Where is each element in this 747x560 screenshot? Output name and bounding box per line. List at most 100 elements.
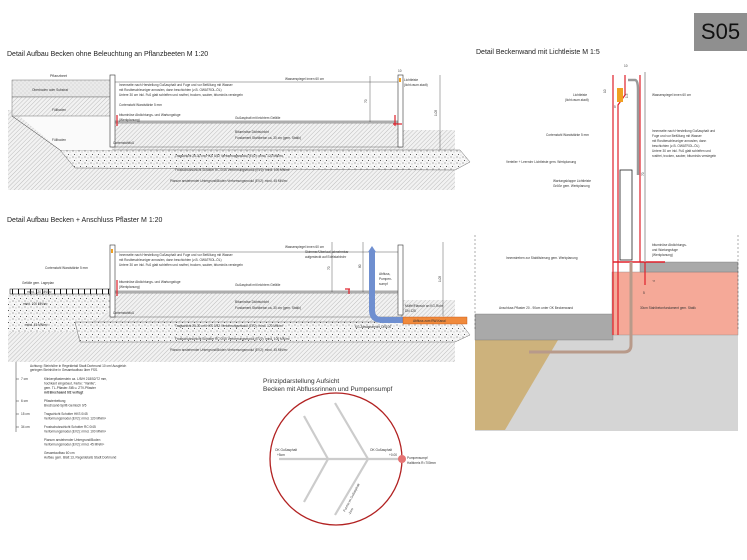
label-fuellboden-1: Füllboden bbox=[52, 108, 66, 112]
dim-10-top: 10 bbox=[624, 64, 628, 68]
dim-15: 1.5 bbox=[625, 93, 629, 98]
label-lichtleiste-1: Lichtleiste bbox=[404, 78, 418, 82]
ok-right-1: OK Gußasphalt bbox=[370, 448, 392, 452]
layer-description: Frostschutzschicht Schotter RC 0/45 bbox=[44, 425, 96, 429]
label-fuge-3-1: bituminöse Abdichtungs- bbox=[652, 243, 687, 247]
label-cortenstahl: Cortenstahl Wandstärke 5 mm bbox=[119, 103, 162, 107]
layer-description: Tragschicht Schotter HKS 0/45 bbox=[44, 412, 88, 416]
label-fuge-2-1: bituminöse Abdichtungs- und Wartungsfuge bbox=[119, 280, 181, 284]
dim-105-2: 1.05 bbox=[438, 276, 442, 282]
label-mind-120: mind. 120 MN/m² bbox=[27, 290, 51, 294]
label-fuge-2-2: (Werkplanung) bbox=[119, 285, 140, 289]
conduit-pipe bbox=[529, 262, 633, 354]
detail-1-section: Detail Aufbau Becken ohne Beleuchtung an… bbox=[7, 51, 471, 190]
label-fundament-2: Fundament Stahlbeton ca. 30 cm (gem. Sta… bbox=[235, 306, 301, 310]
furche-label-2: -2cm bbox=[347, 507, 354, 515]
dim-105: 1.05 bbox=[434, 110, 438, 116]
pumpe-label-1: Pumpensumpf bbox=[407, 456, 428, 460]
layer-depth: 6 cm bbox=[21, 399, 28, 403]
label-frostschutz-2: Frostschutzschicht Schotter RC 0/45 Verf… bbox=[175, 337, 290, 341]
foundation bbox=[111, 121, 403, 148]
label-lichtleiste-3-2: (licht.raum.stadt) bbox=[565, 98, 589, 102]
label-wartung-1: Wartungsklappe Lichtleiste bbox=[553, 179, 591, 183]
layer-description: mit Brechsand 0/2 verfugt bbox=[44, 391, 84, 395]
layer-description: Pflasterbettung bbox=[44, 399, 66, 403]
layer-description: Klinkerpflasterstein ca. L/B/H 218/52/72… bbox=[44, 377, 107, 381]
dim-70-2: 70 bbox=[327, 266, 331, 270]
label-gussasphalt: Gußasphalt mit leichtem Gefälle bbox=[235, 116, 281, 120]
fill-soil-layer bbox=[11, 96, 113, 117]
conduit bbox=[628, 78, 640, 175]
label-cortenstahl-2: Cortenstahl Wandstärke 5 mm bbox=[45, 266, 88, 270]
label-skimmer-1: Skimmer/Überlauf, abnehmbar bbox=[305, 250, 349, 254]
foundation-2 bbox=[111, 291, 403, 318]
label-mind-100: mind. 100 MN/m² bbox=[23, 302, 47, 306]
label-tragschicht-2: Tragschicht 25-30 cm HKS 0/32 Verformung… bbox=[175, 324, 283, 328]
label-fuellboden-2: Füllboden bbox=[52, 138, 66, 142]
legend-note-1: Achtung: Steinhöhe in Regeldetail Stadt … bbox=[30, 364, 126, 368]
layer-description: Aufbau gem. Blatt 13, Regeldetails Stadt… bbox=[44, 456, 117, 460]
label-fuge-3-3: (Werkplanung) bbox=[652, 253, 673, 257]
corten-wall-left bbox=[109, 74, 116, 148]
layer-description: Verformungsmodul (EV2): mind. 120 MN/m² bbox=[44, 417, 106, 421]
label-frostschutz: Frostschutzschicht Schotter RC 0/45 Verf… bbox=[175, 168, 290, 172]
label-abfluss-pumpe-2: Pumpen- bbox=[379, 277, 392, 281]
asphalt-floor bbox=[111, 120, 403, 124]
detail-3-section: Detail Beckenwand mit Lichtleiste M 1:5 … bbox=[474, 49, 739, 431]
sand-bedding bbox=[475, 340, 558, 430]
detail-2-section: Detail Aufbau Becken + Anschluss Pflaste… bbox=[7, 217, 471, 460]
label-cortenstahlfuss-2: Cortenstahlfuß bbox=[113, 311, 134, 315]
sheet-number-badge: S05 bbox=[694, 13, 747, 51]
paving-grey bbox=[474, 313, 614, 341]
plan-view-section: Prinzipdarstellung Aufsicht Becken mit A… bbox=[263, 378, 436, 526]
plan-title-1: Prinzipdarstellung Aufsicht bbox=[263, 378, 339, 385]
label-tragschicht: Tragschicht 25-30 cm HKS 0/32 Verformung… bbox=[175, 154, 283, 158]
label-planum-2: Planum anstehender Untergrund/Boden Verf… bbox=[170, 348, 287, 352]
label-innenstreben: Innenstreben zur Stabilisierung gem. Wer… bbox=[506, 256, 578, 260]
layer-description: Gesamtaufbau 60 cm bbox=[44, 451, 75, 455]
concrete-foundation bbox=[611, 271, 739, 336]
label-wasserspiegel: Wasserspiegel innen 60 cm bbox=[285, 77, 324, 81]
label-wasserspiegel-2: Wasserspiegel innen 60 cm bbox=[285, 245, 324, 249]
light-strip bbox=[617, 88, 623, 102]
corten-wall-right bbox=[397, 74, 404, 148]
label-kg-rohr: KG-Abwasserrohr DN100 bbox=[355, 325, 391, 329]
gravel-layer bbox=[59, 149, 471, 171]
label-innenseite-3: Untere 30 cm inkl. Fuß glatt schleifen u… bbox=[119, 93, 243, 97]
layer-depth: 34 cm bbox=[21, 425, 30, 429]
label-anschluss: Anschluss Pflaster 20 - 90cm unter OK Be… bbox=[499, 306, 573, 310]
label-wartung-2: Größe gem. Werkplanung bbox=[553, 184, 590, 188]
label-fundament: Fundament Stahlbeton ca. 30 cm (gem. Sta… bbox=[235, 136, 301, 140]
corten-wall-right-2 bbox=[397, 244, 404, 316]
drain-to-sewer bbox=[402, 316, 468, 325]
asphalt-floor-3 bbox=[639, 261, 739, 273]
dim-10-side: 10 bbox=[603, 89, 607, 93]
pump-sump bbox=[398, 455, 406, 463]
label-wasserspiegel-3: Wasserspiegel innen 60 cm bbox=[652, 93, 691, 97]
label-skimmer-2: aufgesteckt auf Edelstahlrohr bbox=[305, 255, 347, 259]
layer-description: Verformungsmodul (EV2): mind. 100 MN/m² bbox=[44, 430, 106, 434]
label-cortenstahl-3: Cortenstahl Wandstärke 5 mm bbox=[546, 133, 589, 137]
layer-description: hochkant eingebaut, Farbe: "Vanille", bbox=[44, 382, 96, 386]
detail-1-title: Detail Aufbau Becken ohne Beleuchtung an… bbox=[7, 51, 208, 58]
layer-depth: 15 cm bbox=[21, 412, 30, 416]
label-muffe-2: DN 125 bbox=[405, 309, 416, 313]
pumpe-label-2: Halbkreis R=700mm bbox=[407, 461, 436, 465]
label-gefaelle: Gefälle gem. Lageplan bbox=[22, 281, 54, 285]
drainage-channels bbox=[279, 402, 402, 516]
label-innenseite-2: mit Rostbeschleuniger annoslen, dann bes… bbox=[119, 88, 222, 92]
label-abfluss-pumpe-1: Abfluss, bbox=[379, 272, 390, 276]
label-abfluss-pumpe-3: sumpf bbox=[379, 282, 388, 286]
ok-left-1: OK Gußasphalt bbox=[275, 448, 297, 452]
label-innenseite-3-3: mit Rostbeschleuniger annoslen, dann bbox=[652, 139, 706, 143]
label-innenseite-2-1: Innenseite nach Herstellung Gußasphalt u… bbox=[119, 253, 234, 257]
paving-stones bbox=[9, 288, 113, 295]
legend-note-2: geringen Steinhöhe in Gesamtaufbau über … bbox=[30, 368, 98, 372]
label-abfluss-kanal: Abfluss zum RW-Kanal bbox=[413, 319, 446, 323]
label-innenseite-3-2: Fuge und vor Befüllung mit Wasser bbox=[652, 134, 703, 138]
layer-description: Planum anstehender Untergrund/Boden bbox=[44, 438, 101, 442]
label-dichtschicht-2: Bituminöse Dichtschicht bbox=[235, 300, 269, 304]
dim-70: 70 bbox=[364, 99, 368, 103]
